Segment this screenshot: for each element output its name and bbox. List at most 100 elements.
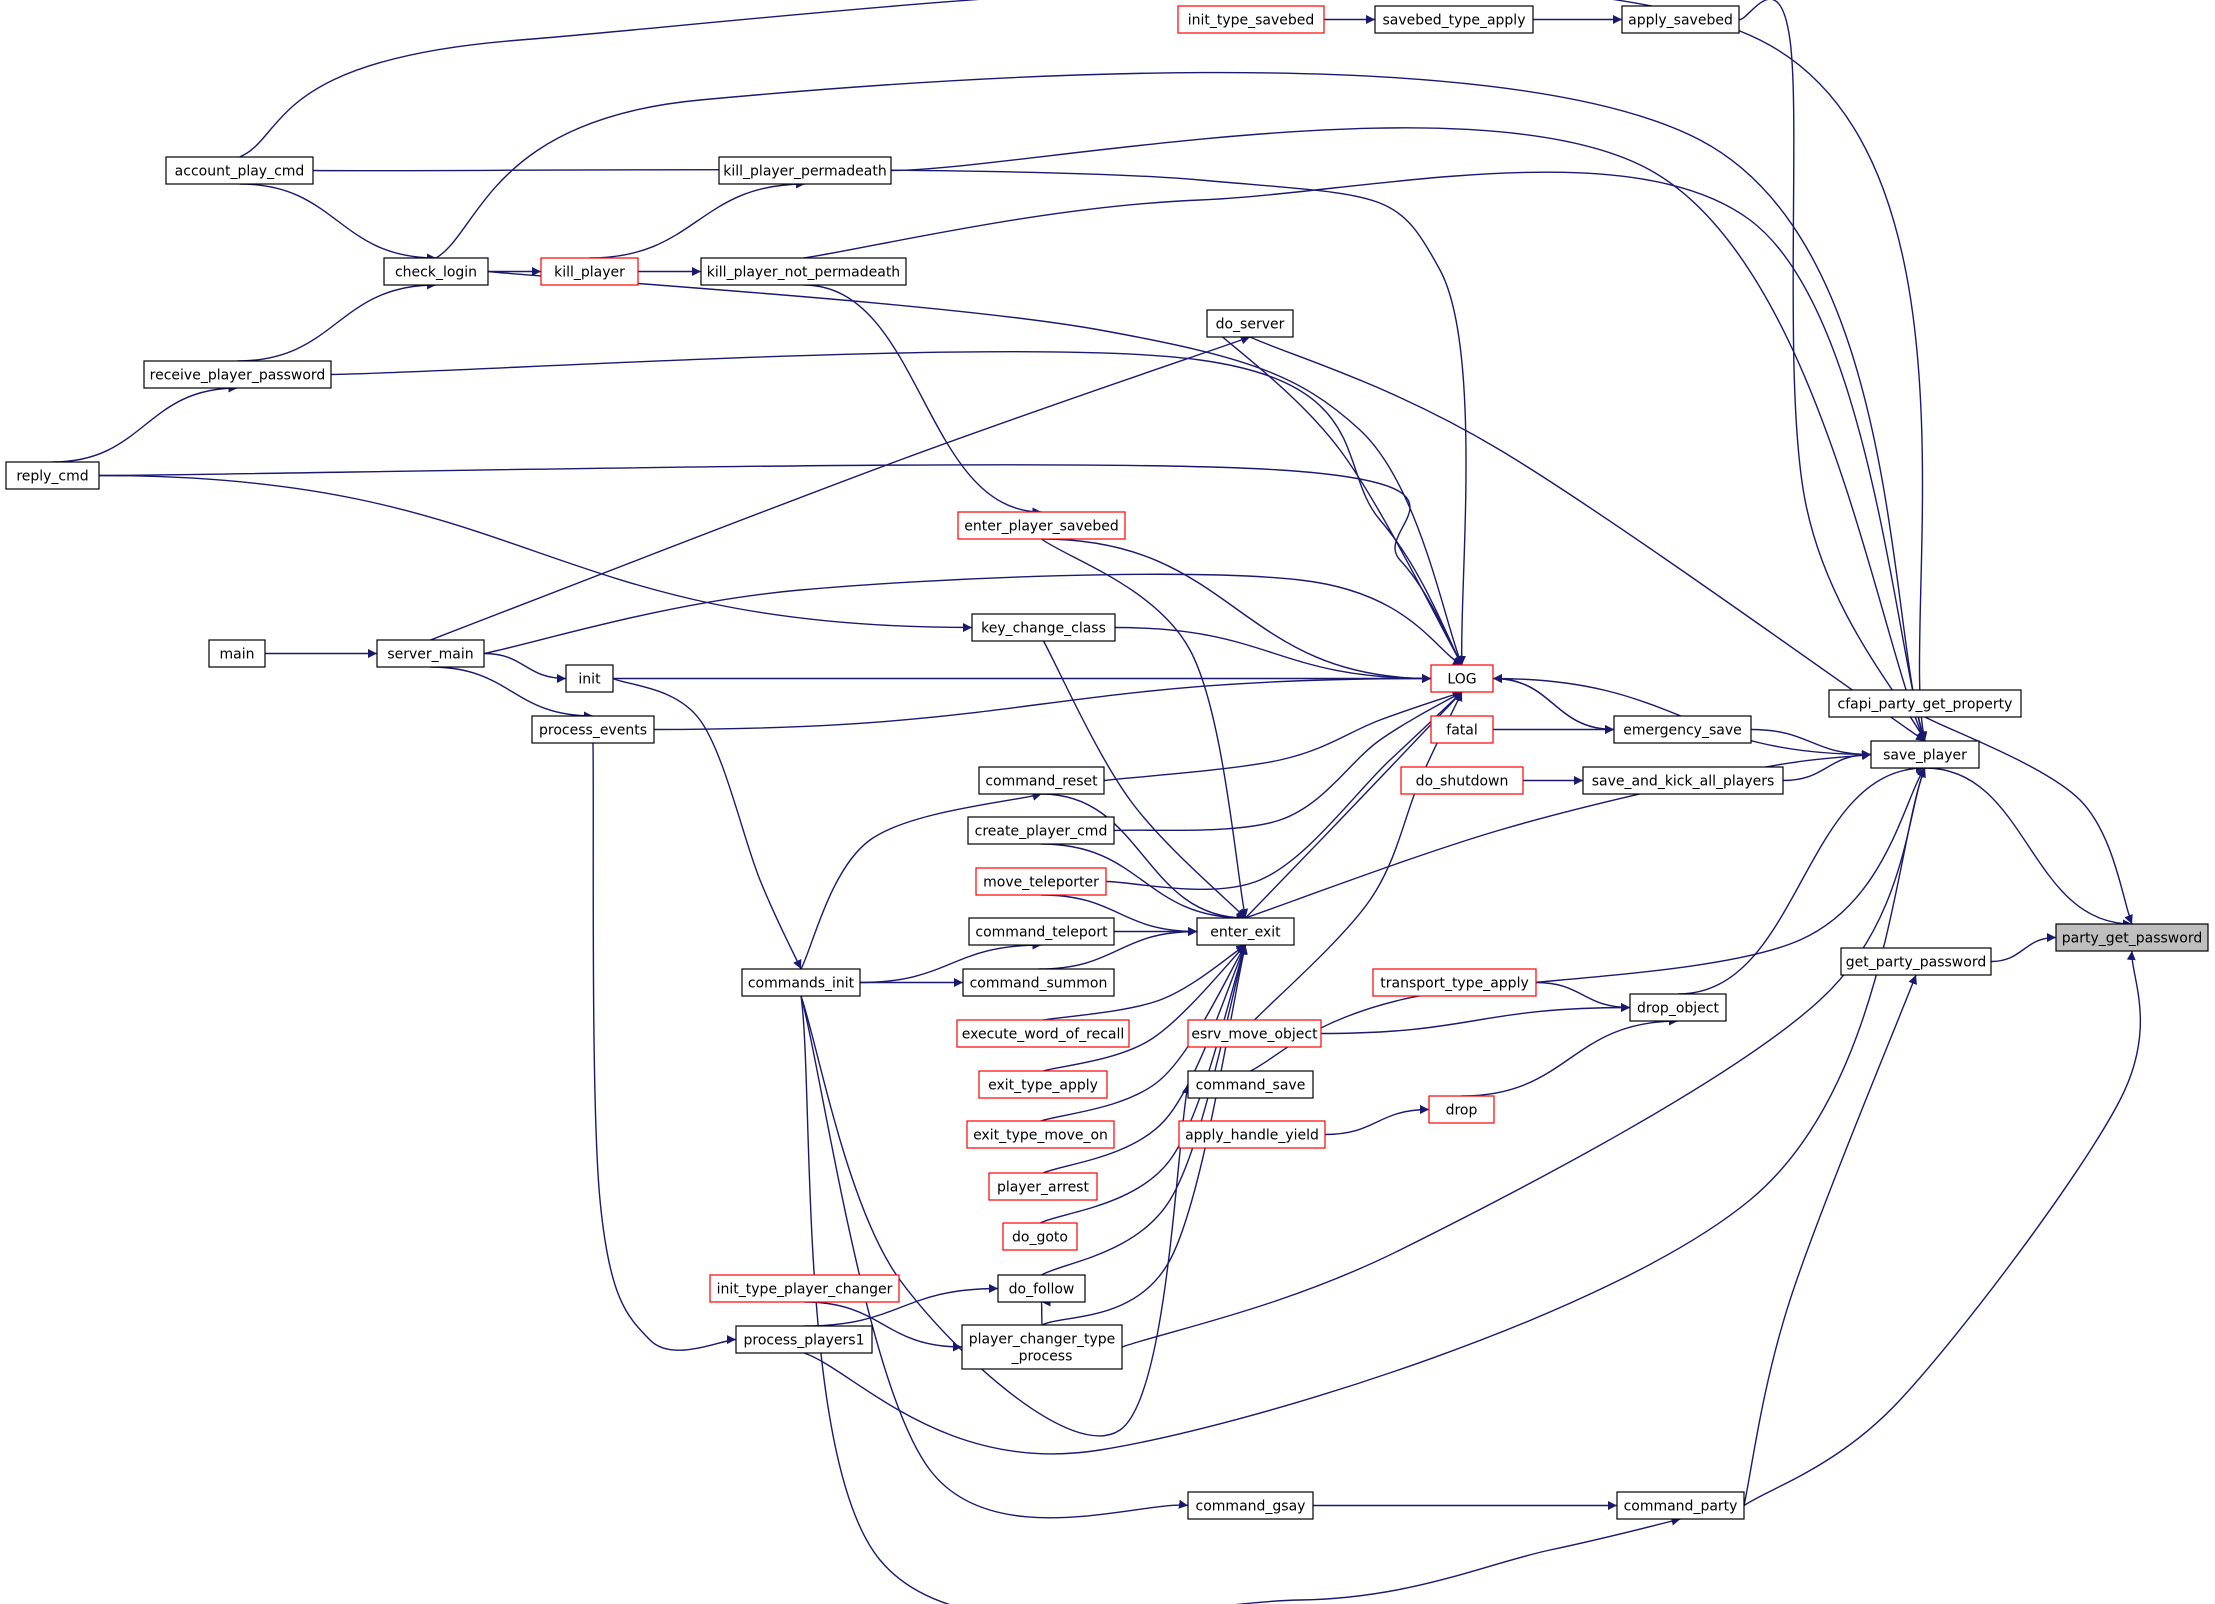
node-esrv-move-object[interactable]: esrv_move_object bbox=[1187, 1019, 1322, 1048]
node-command-summon[interactable]: command_summon bbox=[962, 968, 1115, 997]
node-init-type-savebed[interactable]: init_type_savebed bbox=[1177, 5, 1325, 34]
node-server-main[interactable]: server_main bbox=[376, 639, 485, 668]
node-exit-type-apply[interactable]: exit_type_apply bbox=[978, 1070, 1108, 1099]
node-box bbox=[565, 664, 614, 693]
node-init-type-player-changer[interactable]: init_type_player_changer bbox=[709, 1274, 900, 1303]
node-key-change-class[interactable]: key_change_class bbox=[971, 613, 1116, 642]
edge-receive-player-password-to-check-login bbox=[237, 280, 437, 362]
nodes-layer: party_get_password cfapi_party_get_proper… bbox=[5, 5, 2209, 1520]
node-do-server[interactable]: do_server bbox=[1206, 309, 1294, 338]
edge-exit-type-move-on-to-enter-exit bbox=[1040, 944, 1247, 1122]
node-command-party[interactable]: command_party bbox=[1616, 1491, 1745, 1520]
node-box bbox=[988, 1172, 1098, 1201]
edge-process-events-to-process-players1 bbox=[592, 742, 737, 1351]
node-emergency-save[interactable]: emergency_save bbox=[1613, 715, 1752, 744]
node-party-get-password[interactable]: party_get_password bbox=[2055, 923, 2209, 952]
node-label: move_teleporter bbox=[983, 875, 1099, 891]
edge-move-teleporter-to-enter-exit bbox=[1040, 894, 1198, 936]
edge-do-goto-to-enter-exit bbox=[1039, 944, 1247, 1224]
edge-process-players1-to-do-follow bbox=[803, 1284, 999, 1327]
node-transport-type-apply[interactable]: transport_type_apply bbox=[1372, 968, 1537, 997]
node-label: emergency_save bbox=[1623, 723, 1742, 739]
node-command-reset[interactable]: command_reset bbox=[978, 766, 1105, 795]
node-exit-type-move-on[interactable]: exit_type_move_on bbox=[966, 1120, 1115, 1149]
node-box bbox=[376, 639, 485, 668]
node-box bbox=[1582, 766, 1784, 795]
edge-key-change-class-to-enter-exit bbox=[1042, 640, 1247, 919]
node-fatal[interactable]: fatal bbox=[1430, 715, 1494, 744]
node-label: server_main bbox=[387, 647, 473, 663]
node-drop-object[interactable]: drop_object bbox=[1629, 993, 1727, 1022]
node-box bbox=[1400, 766, 1524, 795]
node-reply-cmd[interactable]: reply_cmd bbox=[5, 461, 100, 490]
edge-create-player-cmd-to-LOG bbox=[1113, 691, 1463, 832]
node-label: _process bbox=[1011, 1349, 1073, 1365]
node-drop[interactable]: drop bbox=[1428, 1095, 1495, 1124]
node-player-arrest[interactable]: player_arrest bbox=[988, 1172, 1098, 1201]
edge-command-party-to-get-party-password bbox=[1743, 974, 1917, 1506]
node-box bbox=[1187, 1070, 1314, 1099]
node-save-and-kick-all-players[interactable]: save_and_kick_all_players bbox=[1582, 766, 1784, 795]
edge-account-play-cmd-to-check-login bbox=[239, 183, 437, 263]
node-label: create_player_cmd bbox=[975, 824, 1108, 840]
edge-apply-handle-yield-to-drop bbox=[1324, 1105, 1430, 1136]
node-apply-savebed[interactable]: apply_savebed bbox=[1621, 5, 1740, 34]
edge-process-events-to-LOG bbox=[653, 674, 1432, 731]
node-main[interactable]: main bbox=[208, 639, 266, 668]
node-LOG[interactable]: LOG bbox=[1430, 664, 1494, 693]
node-apply-handle-yield[interactable]: apply_handle_yield bbox=[1178, 1120, 1326, 1149]
node-label: save_and_kick_all_players bbox=[1592, 774, 1775, 790]
edge-account-play-cmd-to-save-player bbox=[239, 0, 1928, 742]
node-enter-player-savebed[interactable]: enter_player_savebed bbox=[957, 511, 1126, 540]
node-execute-word-of-recall[interactable]: execute_word_of_recall bbox=[956, 1019, 1130, 1048]
node-commands-init[interactable]: commands_init bbox=[741, 968, 861, 997]
node-create-player-cmd[interactable]: create_player_cmd bbox=[967, 816, 1115, 845]
node-box bbox=[1828, 689, 2022, 718]
node-command-save[interactable]: command_save bbox=[1187, 1070, 1314, 1099]
node-label: main bbox=[220, 647, 255, 663]
node-cfapi-party-get-property[interactable]: cfapi_party_get_property bbox=[1828, 689, 2022, 718]
node-label: player_changer_type bbox=[969, 1332, 1116, 1348]
node-label: player_arrest bbox=[997, 1180, 1089, 1196]
node-command-teleport[interactable]: command_teleport bbox=[968, 917, 1115, 946]
edge-get-party-password-to-party-get-password bbox=[1990, 933, 2057, 963]
node-kill-player[interactable]: kill_player bbox=[540, 257, 639, 286]
node-get-party-password[interactable]: get_party_password bbox=[1840, 947, 1992, 976]
node-label: receive_player_password bbox=[150, 368, 326, 384]
edge-enter-player-savebed-to-LOG bbox=[1041, 538, 1432, 683]
node-box bbox=[1870, 740, 1980, 769]
edge-apply-savebed-to-save-player bbox=[1738, 0, 1926, 742]
edge-esrv-move-object-to-drop-object bbox=[1320, 1003, 1631, 1035]
node-do-shutdown[interactable]: do_shutdown bbox=[1400, 766, 1524, 795]
edge-kill-player-to-kill-player-permadeath bbox=[589, 179, 806, 259]
node-box bbox=[971, 613, 1116, 642]
edge-player-changer-type-process-to-save-player bbox=[1121, 767, 1926, 1348]
node-do-goto[interactable]: do_goto bbox=[1002, 1222, 1078, 1251]
node-player-changer-type-process[interactable]: player_changer_type_process bbox=[961, 1324, 1123, 1370]
node-kill-player-permadeath[interactable]: kill_player_permadeath bbox=[718, 156, 892, 185]
node-check-login[interactable]: check_login bbox=[383, 257, 489, 286]
edge-account-play-cmd-to-LOG bbox=[312, 168, 1467, 666]
node-savebed-type-apply[interactable]: savebed_type_apply bbox=[1374, 5, 1534, 34]
node-label: transport_type_apply bbox=[1380, 976, 1529, 992]
node-label: kill_player_not_permadeath bbox=[707, 265, 900, 281]
node-save-player[interactable]: save_player bbox=[1870, 740, 1980, 769]
edge-command-reset-to-LOG bbox=[1103, 690, 1463, 782]
edge-player-arrest-to-enter-exit bbox=[1042, 944, 1247, 1174]
node-do-follow[interactable]: do_follow bbox=[997, 1274, 1086, 1303]
node-move-teleporter[interactable]: move_teleporter bbox=[975, 867, 1107, 896]
node-box bbox=[1206, 309, 1294, 338]
node-receive-player-password[interactable]: receive_player_password bbox=[143, 360, 332, 389]
node-label: execute_word_of_recall bbox=[962, 1027, 1125, 1043]
node-process-events[interactable]: process_events bbox=[531, 715, 655, 744]
node-command-gsay[interactable]: command_gsay bbox=[1187, 1491, 1314, 1520]
node-init[interactable]: init bbox=[565, 664, 614, 693]
edge-drop-to-drop-object bbox=[1461, 1016, 1679, 1097]
node-process-players1[interactable]: process_players1 bbox=[735, 1325, 873, 1354]
node-account-play-cmd[interactable]: account_play_cmd bbox=[165, 156, 314, 185]
node-label: process_events bbox=[539, 723, 647, 739]
node-enter-exit[interactable]: enter_exit bbox=[1196, 917, 1295, 946]
node-label: command_reset bbox=[985, 774, 1098, 790]
node-kill-player-not-permadeath[interactable]: kill_player_not_permadeath bbox=[700, 257, 907, 286]
edge-commands-init-to-command-save bbox=[800, 995, 1191, 1437]
